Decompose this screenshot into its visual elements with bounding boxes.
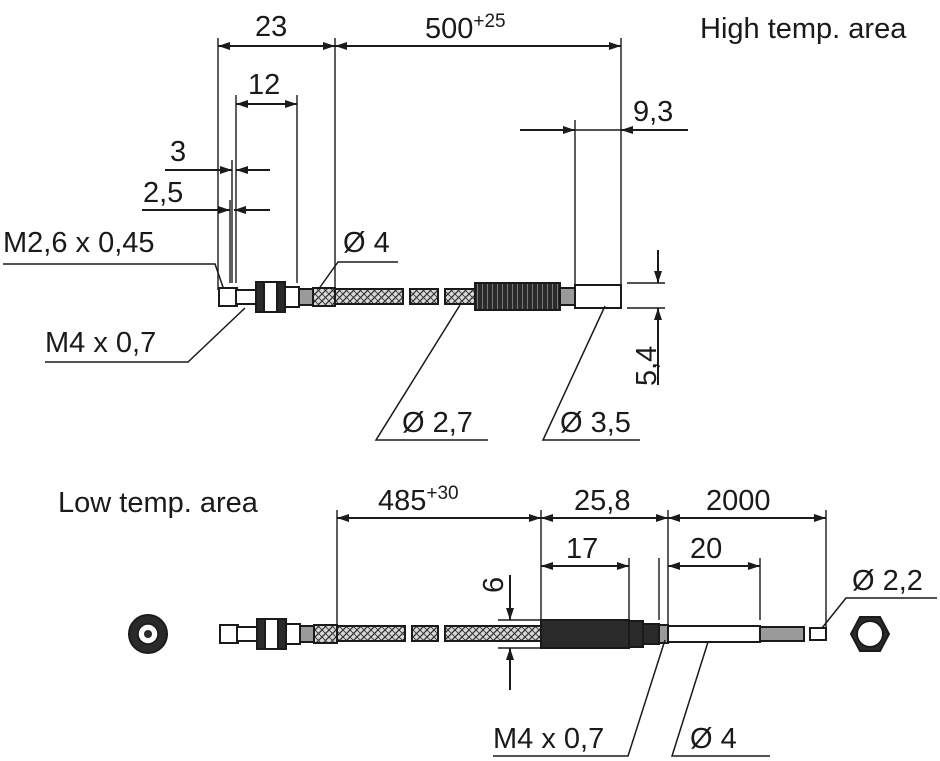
extension-lines	[217, 38, 665, 309]
low-thread-sleeve	[285, 623, 301, 645]
thread-m4-label: M4 x 0,7	[45, 327, 156, 359]
low-braided-cable-1	[336, 625, 406, 642]
low-nut-center	[264, 618, 279, 650]
low-thread-m4-leader	[493, 639, 666, 757]
dia-4-leader	[317, 261, 398, 291]
dim-6-label: 6	[478, 577, 510, 593]
dim-500-label: 500+25	[425, 11, 506, 45]
thread-sleeve	[284, 286, 300, 308]
thread-m26-label: M2,6 x 0,45	[3, 227, 155, 259]
low-sleeve-collar	[299, 625, 315, 643]
thread-m26-leader	[3, 263, 225, 291]
dim-9-3-label: 9,3	[633, 96, 673, 128]
low-thread-m4-label: M4 x 0,7	[493, 723, 604, 755]
low-fiber-end	[809, 627, 827, 641]
low-connector-collar	[658, 624, 669, 644]
low-fiber-cable	[759, 626, 805, 642]
dim-12-label: 12	[248, 69, 280, 101]
end-tube	[574, 284, 622, 309]
dim-3-label: 3	[170, 136, 186, 168]
ferrule	[312, 287, 336, 307]
dim-2-5-label: 2,5	[143, 177, 183, 209]
braided-cable-3	[444, 288, 476, 305]
dim-2000-label: 2000	[706, 485, 771, 517]
sensor-tip	[218, 287, 238, 307]
dia-2-2-label: Ø 2,2	[852, 565, 923, 597]
crimp-sleeve	[474, 282, 561, 311]
low-connector-thread	[642, 623, 660, 645]
low-braided-cable-2	[411, 625, 439, 642]
sensor-shaft	[235, 289, 257, 305]
high-temp-view: High temp. area 23 500+25 12 9,3 3 2,5 M…	[3, 11, 907, 441]
dim-5-4-label: 5,4	[631, 346, 663, 386]
high-temp-title: High temp. area	[700, 13, 907, 45]
low-dia-4-leader	[670, 641, 770, 757]
low-temp-view: Low temp. area 485+30 25,8 2000 17 20 6	[58, 483, 937, 757]
nut-left	[255, 281, 265, 313]
low-sensor-tip	[219, 624, 239, 644]
low-nut-left	[256, 618, 266, 650]
end-view-right-bore	[856, 620, 884, 648]
dia-2-2-leader	[821, 597, 937, 629]
dim-25-8-label: 25,8	[574, 485, 630, 517]
dim-485-label: 485+30	[378, 483, 459, 517]
low-nut-right	[277, 618, 287, 650]
dia-2-7-leader	[374, 304, 488, 441]
braided-cable-1	[334, 288, 404, 305]
end-collar	[559, 287, 576, 306]
low-connector-nut	[628, 620, 644, 648]
low-fiber-tube	[667, 625, 761, 643]
nut-right	[276, 281, 286, 313]
dim-23-label: 23	[255, 11, 287, 43]
low-braided-cable-3	[444, 625, 542, 642]
low-dia-4-label: Ø 4	[690, 723, 737, 755]
end-view-left-core	[144, 630, 152, 638]
braided-cable-2	[409, 288, 439, 305]
thread-m4-leader	[45, 307, 246, 363]
low-ferrule	[313, 624, 338, 644]
nut-center	[263, 281, 278, 313]
dim-20-label: 20	[690, 533, 722, 565]
dim-17-label: 17	[566, 533, 598, 565]
low-temp-title: Low temp. area	[58, 487, 259, 519]
low-sensor-shaft	[236, 626, 258, 642]
dia-3-5-label: Ø 3,5	[560, 407, 631, 439]
dia-3-5-leader	[541, 305, 640, 441]
dia-4-label: Ø 4	[343, 227, 390, 259]
sleeve-collar	[298, 288, 314, 306]
low-connector-body	[540, 619, 630, 649]
dia-2-7-label: Ø 2,7	[402, 407, 473, 439]
